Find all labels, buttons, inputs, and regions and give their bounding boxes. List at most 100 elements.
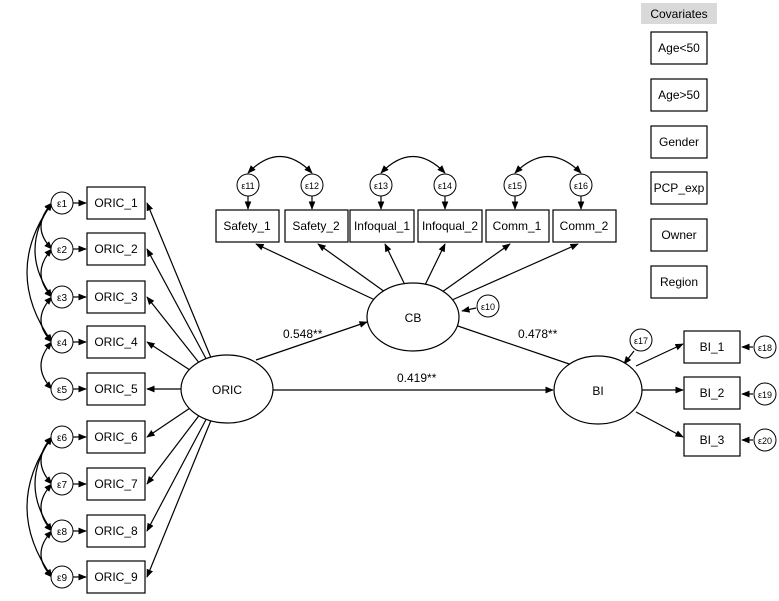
error-label: ε6	[57, 433, 67, 444]
indicator-label: Infoqual_1	[354, 219, 410, 233]
cb-error-15: ε15	[503, 173, 527, 197]
oric-loadings	[146, 202, 215, 578]
path-oric-cb	[255, 321, 368, 361]
oric-item-5: ORIC_5	[86, 372, 146, 406]
covariate-label: Gender	[659, 135, 699, 149]
indicator-label: BI_1	[700, 340, 725, 354]
latent-oric: ORIC	[180, 354, 274, 424]
covariate-label: Age<50	[658, 41, 700, 55]
path-coef-cb-bi: 0.478**	[518, 327, 558, 341]
path-coef-oric-bi: 0.419**	[397, 371, 437, 385]
latent-label: BI	[592, 384, 603, 398]
indicator-label: Infoqual_2	[422, 219, 478, 233]
error-label: ε8	[57, 527, 67, 538]
latent-variables: ORIC CB BI	[180, 282, 643, 425]
oric-item-9: ORIC_9	[86, 560, 146, 594]
error-label: ε12	[305, 181, 319, 191]
oric-item-2: ORIC_2	[86, 232, 146, 266]
oric-item-4: ORIC_4	[86, 325, 146, 359]
oric-error-6: ε6	[50, 425, 74, 449]
cb-indicators: ε11 ε12 ε13 ε14 ε15 ε16 Safety_1 Safety_…	[215, 155, 617, 243]
covariates-header-bg	[641, 3, 717, 24]
latent-disturbances: ε10 ε17	[461, 294, 653, 365]
cb-covariance-safety	[247, 155, 313, 174]
error-label: ε3	[57, 293, 67, 304]
error-label: ε19	[758, 390, 772, 400]
cb-item-infoqual-1: Infoqual_1	[349, 209, 415, 243]
error-label: ε13	[374, 181, 388, 191]
oric-error-2: ε2	[50, 237, 74, 261]
bi-disturbance: ε17	[629, 328, 653, 352]
path-coef-oric-cb: 0.548**	[283, 327, 323, 341]
cb-error-12: ε12	[300, 173, 324, 197]
bi-item-2: BI_2	[683, 376, 741, 410]
indicator-label: BI_3	[700, 433, 725, 447]
cb-covariance-infoqual	[380, 155, 446, 174]
error-label: ε2	[57, 245, 67, 256]
cb-item-infoqual-2: Infoqual_2	[417, 209, 483, 243]
cb-item-safety-2: Safety_2	[284, 209, 349, 243]
error-label: ε16	[574, 181, 588, 191]
oric-item-3: ORIC_3	[86, 280, 146, 314]
indicator-label: ORIC_2	[94, 242, 138, 256]
covariate-age-gt50: Age>50	[650, 78, 708, 112]
cb-error-14: ε14	[433, 173, 457, 197]
error-label: ε15	[508, 181, 522, 191]
oric-error-8: ε8	[50, 519, 74, 543]
cb-item-safety-1: Safety_1	[215, 209, 280, 243]
error-label: ε1	[57, 199, 67, 210]
covariate-pcp-exp: PCP_exp	[650, 171, 708, 205]
oric-item-6: ORIC_6	[86, 420, 146, 454]
indicator-label: Safety_2	[292, 219, 340, 233]
oric-item-8: ORIC_8	[86, 514, 146, 548]
latent-label: ORIC	[212, 383, 242, 397]
oric-error-9: ε9	[50, 565, 74, 589]
error-label: ε18	[758, 343, 772, 353]
oric-indicators: ε1 ε2 ε3 ε4 ε5 ε6 ε7 ε8 ε9 ORIC_1 ORIC_2…	[50, 186, 146, 594]
indicator-label: ORIC_6	[94, 430, 138, 444]
oric-item-7: ORIC_7	[86, 467, 146, 501]
bi-error-19: ε19	[753, 382, 777, 406]
covariate-label: PCP_exp	[654, 181, 705, 195]
path-cb-bi	[451, 323, 579, 368]
cb-error-16: ε16	[569, 173, 593, 197]
cb-error-13: ε13	[369, 173, 393, 197]
error-label: ε10	[481, 302, 495, 312]
covariates-header: Covariates	[650, 7, 707, 21]
oric-error-covariances	[26, 202, 53, 578]
indicator-label: ORIC_8	[94, 524, 138, 538]
cb-item-comm-1: Comm_1	[485, 209, 550, 243]
bi-indicators: BI_1 BI_2 BI_3 ε18 ε19 ε20	[635, 330, 777, 457]
cb-error-11: ε11	[236, 173, 260, 197]
covariates-panel: Covariates Age<50 Age>50 Gender PCP_exp …	[641, 3, 717, 299]
error-label: ε5	[57, 385, 67, 396]
bi-item-1: BI_1	[683, 330, 741, 364]
covariate-owner: Owner	[650, 218, 708, 252]
structural-paths: 0.548** 0.478** 0.419**	[255, 321, 579, 394]
bi-error-20: ε20	[753, 428, 777, 452]
oric-item-1: ORIC_1	[86, 186, 146, 220]
latent-label: CB	[405, 311, 422, 325]
oric-error-1: ε1	[50, 191, 74, 215]
indicator-label: Comm_1	[493, 219, 542, 233]
oric-error-7: ε7	[50, 472, 74, 496]
covariate-label: Age>50	[658, 88, 700, 102]
cb-disturbance: ε10	[476, 294, 500, 318]
indicator-label: Comm_2	[560, 219, 609, 233]
covariate-gender: Gender	[650, 125, 708, 159]
cb-covariance-comm	[514, 155, 582, 174]
cb-loadings	[255, 243, 579, 301]
indicator-label: ORIC_1	[94, 196, 138, 210]
error-label: ε14	[438, 181, 452, 191]
indicator-label: ORIC_5	[94, 382, 138, 396]
oric-error-4: ε4	[50, 330, 74, 354]
covariate-label: Owner	[661, 228, 696, 242]
bi-error-18: ε18	[753, 335, 777, 359]
covariate-age-lt50: Age<50	[650, 31, 708, 65]
indicator-label: Safety_1	[223, 219, 271, 233]
indicator-label: ORIC_4	[94, 335, 138, 349]
error-label: ε11	[241, 181, 254, 191]
covariate-label: Region	[660, 275, 698, 289]
bi-item-3: BI_3	[683, 423, 741, 457]
